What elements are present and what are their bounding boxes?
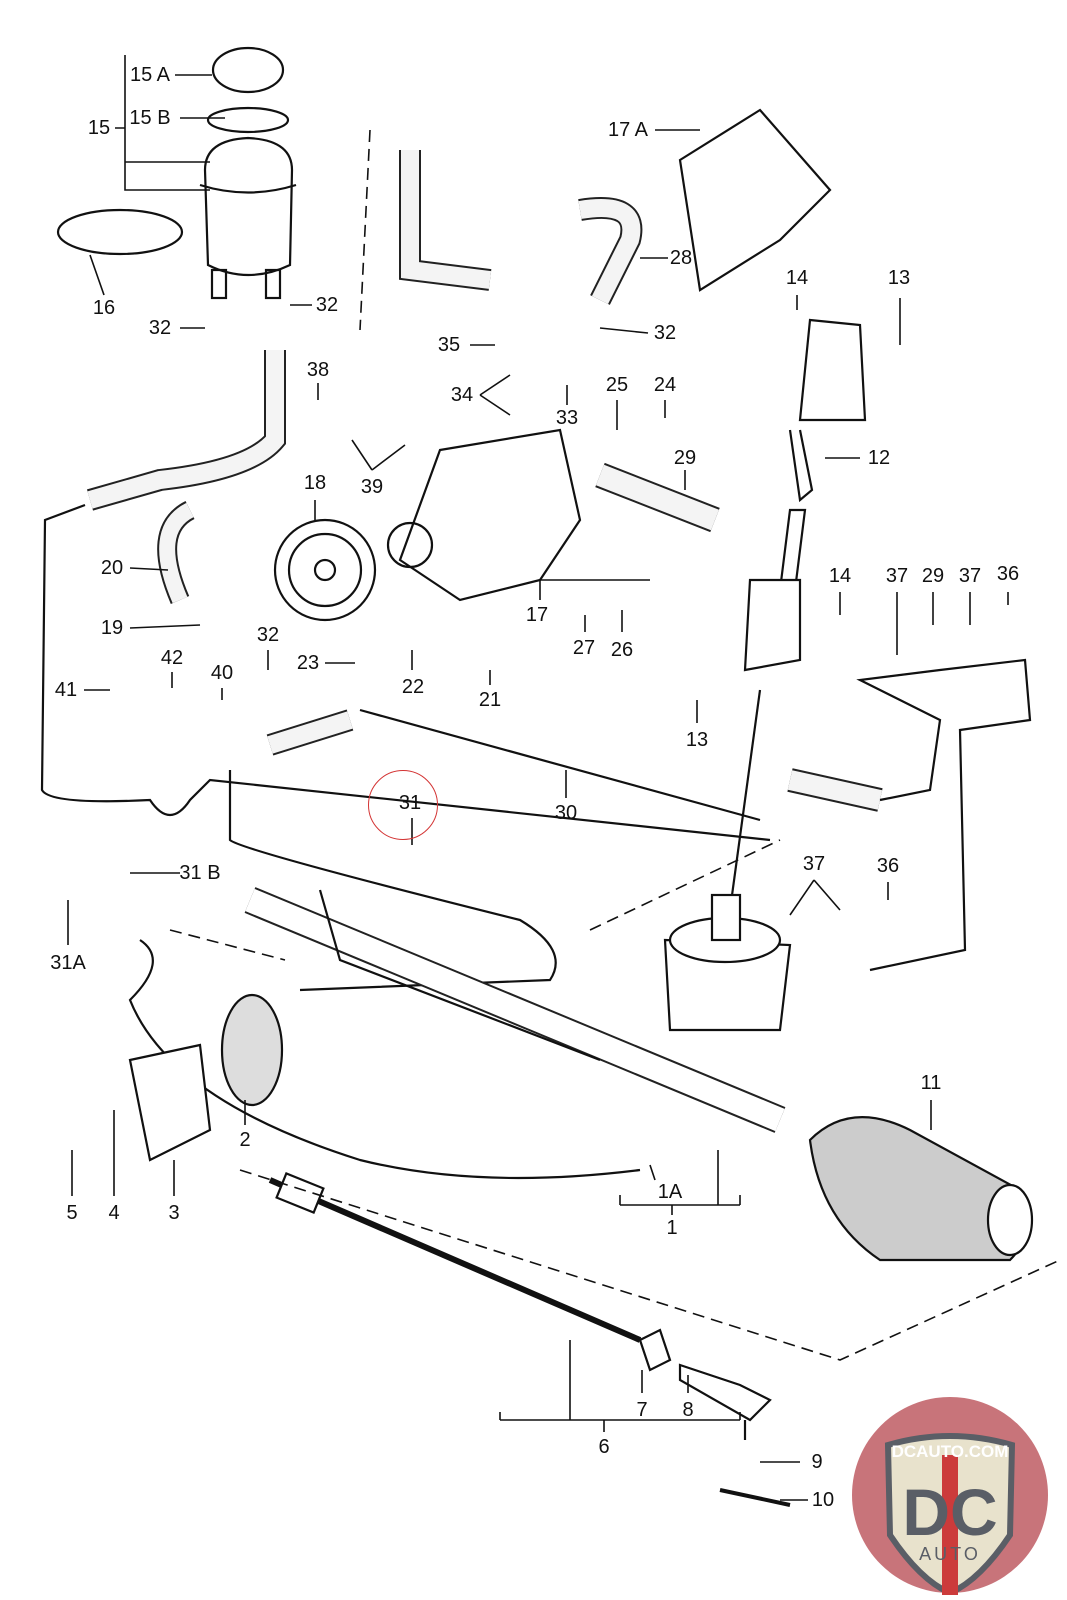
label-32[interactable]: 32 — [653, 322, 677, 344]
label-8[interactable]: 8 — [682, 1399, 694, 1421]
label-27[interactable]: 27 — [572, 637, 596, 659]
label-1[interactable]: 1 — [666, 1217, 678, 1239]
leader-lines — [67, 55, 1009, 1501]
label-10[interactable]: 10 — [811, 1489, 835, 1511]
label-37[interactable]: 37 — [885, 565, 909, 587]
label-9[interactable]: 9 — [811, 1451, 823, 1473]
label-2[interactable]: 2 — [239, 1129, 251, 1151]
label-32[interactable]: 32 — [256, 624, 280, 646]
label-23[interactable]: 23 — [296, 652, 320, 674]
label-31b[interactable]: 31 B — [179, 862, 221, 884]
label-41[interactable]: 41 — [54, 679, 78, 701]
label-6[interactable]: 6 — [598, 1436, 610, 1458]
label-42[interactable]: 42 — [160, 647, 184, 669]
label-32[interactable]: 32 — [148, 317, 172, 339]
label-29[interactable]: 29 — [673, 447, 697, 469]
label-40[interactable]: 40 — [210, 662, 234, 684]
pump — [273, 428, 582, 622]
steering-rack — [128, 887, 792, 1162]
label-24[interactable]: 24 — [653, 374, 677, 396]
tie-rod — [268, 1172, 791, 1507]
svg-text:DC: DC — [902, 1475, 997, 1549]
label-25[interactable]: 25 — [605, 374, 629, 396]
label-14[interactable]: 14 — [785, 267, 809, 289]
label-28[interactable]: 28 — [669, 247, 693, 269]
label-17[interactable]: 17 — [525, 604, 549, 626]
label-15b[interactable]: 15 B — [129, 107, 171, 129]
label-35[interactable]: 35 — [437, 334, 461, 356]
label-13[interactable]: 13 — [685, 729, 709, 751]
label-14[interactable]: 14 — [828, 565, 852, 587]
hoses — [86, 150, 883, 812]
label-36[interactable]: 36 — [876, 855, 900, 877]
label-31-highlighted[interactable]: 31 — [398, 792, 422, 814]
label-13[interactable]: 13 — [887, 267, 911, 289]
label-19[interactable]: 19 — [100, 617, 124, 639]
label-5[interactable]: 5 — [66, 1202, 78, 1224]
label-26[interactable]: 26 — [610, 639, 634, 661]
label-39[interactable]: 39 — [360, 476, 384, 498]
label-4[interactable]: 4 — [108, 1202, 120, 1224]
reservoir-assembly — [199, 46, 297, 300]
label-22[interactable]: 22 — [401, 676, 425, 698]
bracket-17a — [678, 108, 832, 292]
label-36[interactable]: 36 — [996, 563, 1020, 585]
rack-boot — [808, 1116, 1034, 1262]
label-16[interactable]: 16 — [92, 297, 116, 319]
svg-text:AUTO: AUTO — [919, 1544, 981, 1564]
label-7[interactable]: 7 — [636, 1399, 648, 1421]
label-18[interactable]: 18 — [303, 472, 327, 494]
label-30[interactable]: 30 — [554, 802, 578, 824]
label-11[interactable]: 11 — [920, 1072, 942, 1094]
label-21[interactable]: 21 — [478, 689, 502, 711]
label-38[interactable]: 38 — [306, 359, 330, 381]
label-15a[interactable]: 15 A — [129, 64, 171, 86]
pipes — [40, 503, 1032, 1180]
label-32[interactable]: 32 — [315, 294, 339, 316]
label-20[interactable]: 20 — [100, 557, 124, 579]
label-33[interactable]: 33 — [555, 407, 579, 429]
dcauto-logo: DCAUTO.COM DC AUTO — [852, 1397, 1048, 1595]
label-15[interactable]: 15 — [87, 117, 111, 139]
highlight-circle — [368, 770, 438, 840]
label-37[interactable]: 37 — [802, 853, 826, 875]
label-31a[interactable]: 31A — [50, 952, 86, 974]
svg-text:DCAUTO.COM: DCAUTO.COM — [892, 1442, 1009, 1461]
label-17a[interactable]: 17 A — [607, 119, 649, 141]
label-3[interactable]: 3 — [168, 1202, 180, 1224]
label-34[interactable]: 34 — [450, 384, 474, 406]
label-1a[interactable]: 1A — [657, 1181, 683, 1203]
label-37[interactable]: 37 — [958, 565, 982, 587]
label-12[interactable]: 12 — [867, 447, 891, 469]
guide-lines — [169, 129, 1061, 1361]
hose-clamp-16 — [56, 208, 184, 256]
steering-shaft — [728, 318, 867, 911]
label-29[interactable]: 29 — [921, 565, 945, 587]
